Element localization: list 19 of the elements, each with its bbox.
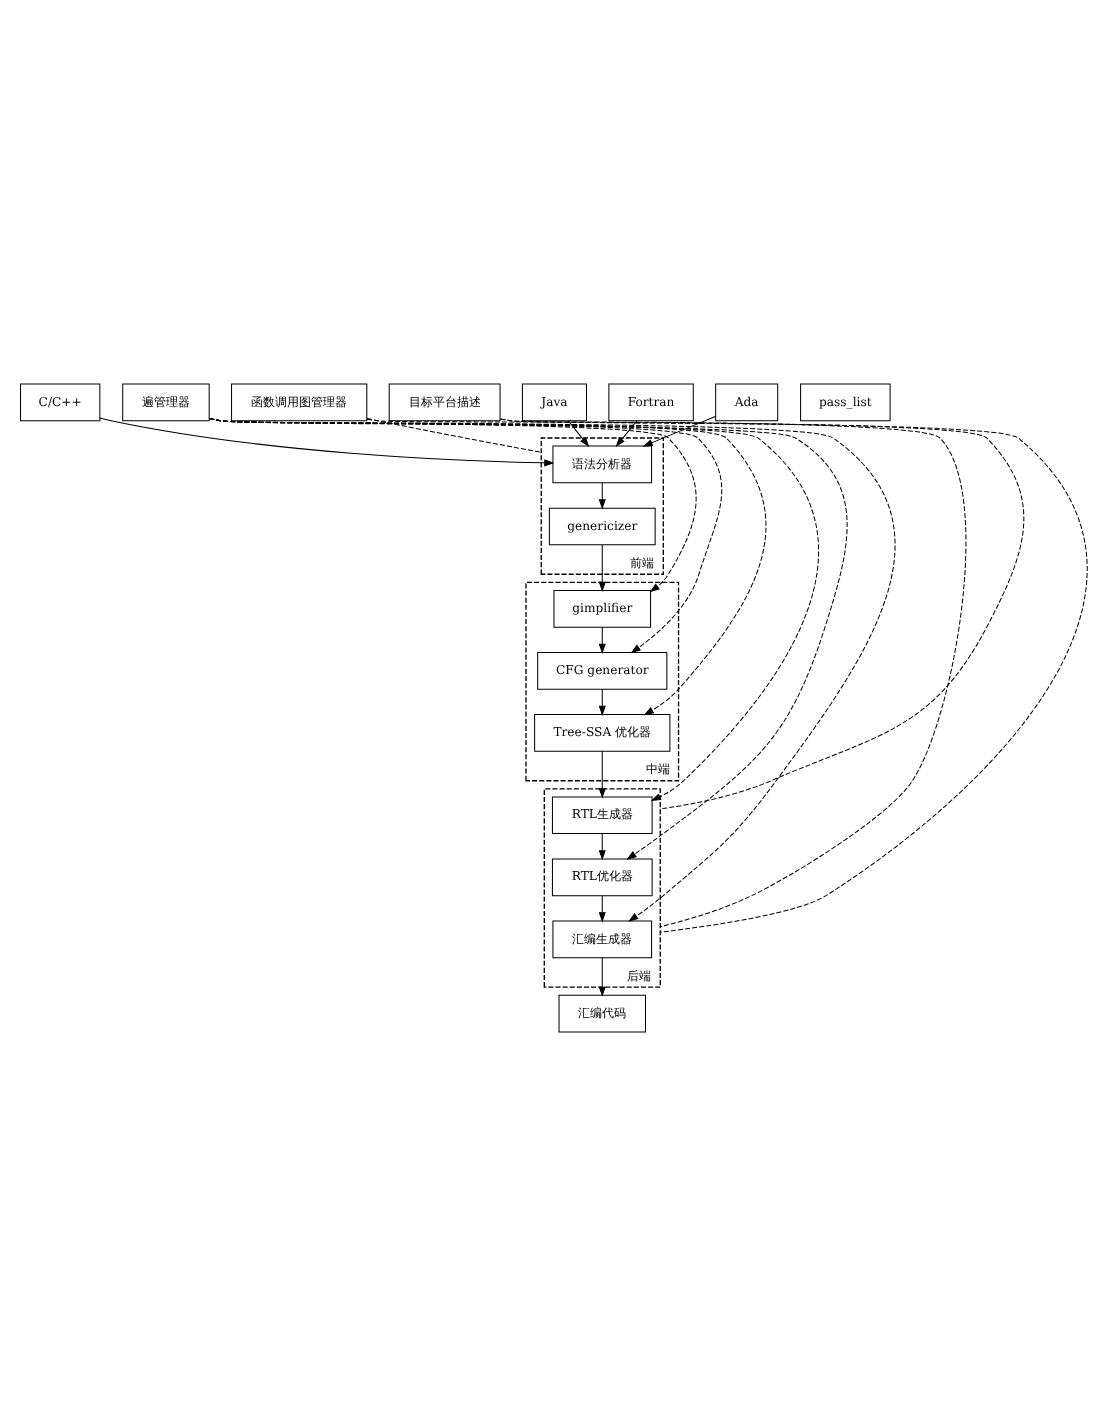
arrow xyxy=(208,416,767,715)
arrow xyxy=(615,419,638,447)
arrow xyxy=(598,543,606,591)
arrow xyxy=(598,687,606,715)
arrow xyxy=(208,416,819,801)
arrow xyxy=(598,832,606,860)
arrow xyxy=(642,414,716,446)
arrow xyxy=(208,416,896,921)
arrow xyxy=(567,419,590,447)
arrow xyxy=(208,416,848,859)
arrow xyxy=(598,894,606,922)
connector xyxy=(366,417,967,927)
connector xyxy=(366,417,542,452)
arrow xyxy=(99,416,555,466)
connector xyxy=(499,417,1087,932)
arrow xyxy=(598,625,606,653)
arrow xyxy=(598,956,606,996)
arrow xyxy=(598,749,606,798)
arrow xyxy=(598,481,606,509)
